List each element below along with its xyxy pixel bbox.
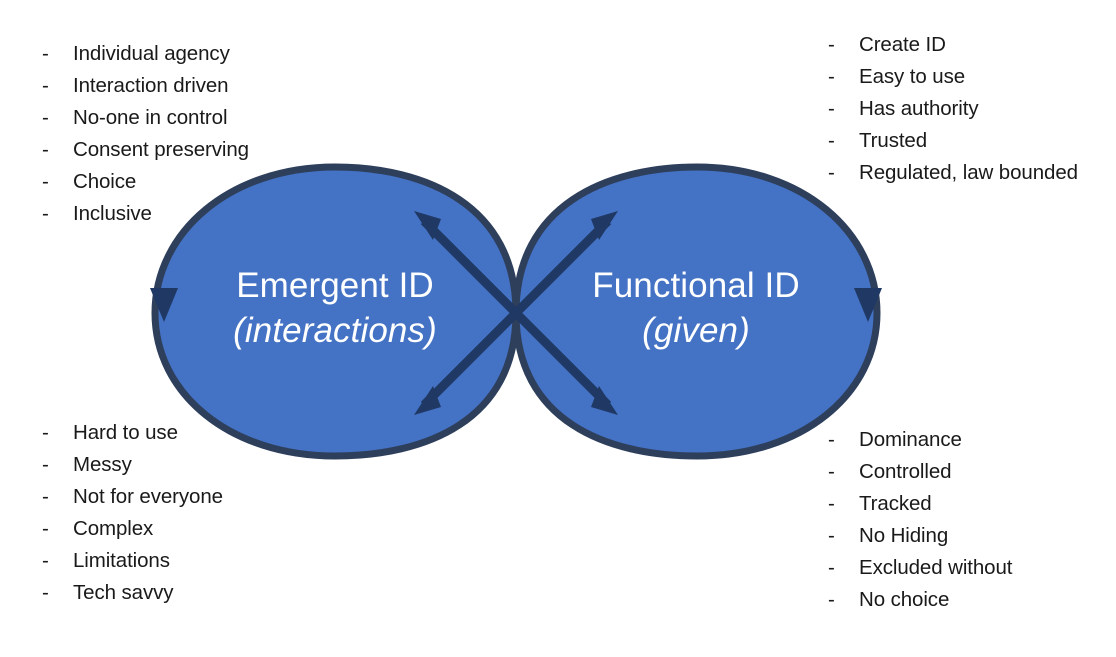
bullet-dash-icon: - [42, 202, 49, 225]
list-item-label: Not for everyone [73, 485, 223, 508]
bullet-dash-icon: - [828, 492, 835, 515]
list-item-label: Controlled [859, 460, 952, 483]
list-item: - Trusted [828, 125, 1078, 157]
list-item-label: Tracked [859, 492, 932, 515]
list-item-label: Hard to use [73, 421, 178, 444]
bullet-dash-icon: - [42, 170, 49, 193]
bullet-dash-icon: - [828, 588, 835, 611]
bullet-dash-icon: - [42, 485, 49, 508]
list-item: - Hard to use [42, 417, 223, 449]
bullet-dash-icon: - [828, 129, 835, 152]
list-item-label: Regulated, law bounded [859, 161, 1078, 184]
list-item-label: Excluded without [859, 556, 1013, 579]
bullet-dash-icon: - [828, 556, 835, 579]
bullet-dash-icon: - [828, 65, 835, 88]
bullet-dash-icon: - [828, 33, 835, 56]
list-item-label: Dominance [859, 428, 962, 451]
list-item: - Limitations [42, 545, 223, 577]
flow-arrow-lower-right [512, 309, 618, 415]
list-item-label: Individual agency [73, 42, 230, 65]
list-item-label: Create ID [859, 33, 946, 56]
list-item-label: Complex [73, 517, 154, 540]
list-emergent-id-negatives: - Hard to use - Messy - Not for everyone - Comp… [42, 417, 223, 609]
list-item-label: Trusted [859, 129, 928, 152]
list-item: - Regulated, law bounded [828, 157, 1078, 189]
list-item-label: No Hiding [859, 524, 949, 547]
list-item: - Excluded without [828, 552, 1012, 584]
list-item-label: Easy to use [859, 65, 966, 88]
flow-arrow-right-edge [854, 288, 882, 322]
list-item: - Controlled [828, 456, 1012, 488]
list-item: - Messy [42, 449, 223, 481]
list-item: - Dominance [828, 424, 1012, 456]
bullet-dash-icon: - [42, 42, 49, 65]
list-item: - Create ID [828, 29, 1078, 61]
left-lobe-shape [151, 163, 520, 460]
list-item: - Choice [42, 166, 249, 198]
list-item-label: Messy [73, 453, 132, 476]
flow-arrow-upper-left [414, 211, 520, 317]
list-item: - Has authority [828, 93, 1078, 125]
bullet-dash-icon: - [42, 138, 49, 161]
list-item-label: Tech savvy [73, 581, 174, 604]
list-item: - Consent preserving [42, 134, 249, 166]
flow-arrow-left-edge [150, 288, 178, 322]
list-item-label: Has authority [859, 97, 979, 120]
bullet-dash-icon: - [828, 460, 835, 483]
list-item: - Inclusive [42, 198, 249, 230]
list-item-label: Limitations [73, 549, 170, 572]
list-item-label: Inclusive [73, 202, 152, 225]
bullet-dash-icon: - [42, 421, 49, 444]
bullet-dash-icon: - [828, 428, 835, 451]
bullet-dash-icon: - [42, 517, 49, 540]
bullet-dash-icon: - [828, 161, 835, 184]
list-item: - Not for everyone [42, 481, 223, 513]
list-item: - Tech savvy [42, 577, 223, 609]
list-item-label: Consent preserving [73, 138, 249, 161]
list-item: - Interaction driven [42, 70, 249, 102]
list-item: - Tracked [828, 488, 1012, 520]
list-item: - No Hiding [828, 520, 1012, 552]
list-functional-id-negatives: -Dominance-Controlled-Tracked-No Hiding-… [828, 424, 1012, 616]
flow-arrow-lower-left [414, 309, 520, 415]
list-item: - Individual agency [42, 38, 249, 70]
flow-arrow-upper-right [512, 211, 618, 317]
list-item-label: No choice [859, 588, 950, 611]
right-lobe-shape [512, 163, 881, 460]
list-item-label: Interaction driven [73, 74, 229, 97]
list-item-label: Choice [73, 170, 137, 193]
bullet-dash-icon: - [42, 549, 49, 572]
bullet-dash-icon: - [828, 524, 835, 547]
bullet-dash-icon: - [42, 106, 49, 129]
list-item: - No choice [828, 584, 1012, 616]
list-item-label: No-one in control [73, 106, 228, 129]
list-item: - Complex [42, 513, 223, 545]
bullet-dash-icon: - [828, 97, 835, 120]
bullet-dash-icon: - [42, 74, 49, 97]
list-item: - No-one in control [42, 102, 249, 134]
bullet-dash-icon: - [42, 581, 49, 604]
list-emergent-id-positives: - Individual agency - Interaction driven - No… [42, 38, 249, 230]
list-functional-id-positives: - Create ID - Easy to use - Has authority - Tru… [828, 29, 1078, 189]
list-item: - Easy to use [828, 61, 1078, 93]
bullet-dash-icon: - [42, 453, 49, 476]
